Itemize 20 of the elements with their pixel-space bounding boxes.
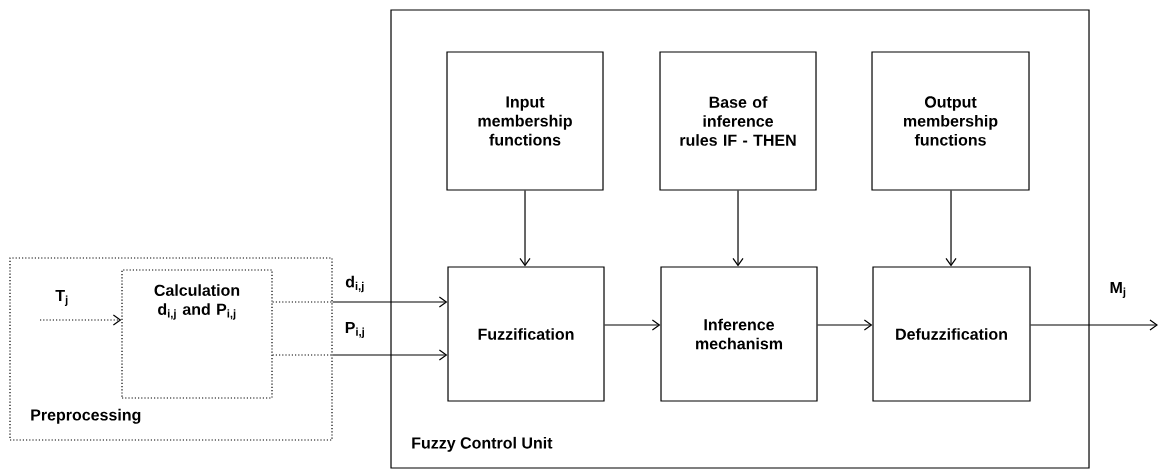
arrow — [1030, 319, 1158, 331]
arrow — [817, 319, 873, 331]
process-box: Inference mechanism — [660, 266, 818, 402]
arrow — [272, 349, 448, 361]
edge-label: M$_{j}$ — [1110, 282, 1126, 298]
edge-label: P$_{i,j}$ — [345, 322, 364, 338]
arrow — [945, 190, 957, 267]
arrow — [39, 314, 122, 326]
arrow — [519, 190, 531, 267]
arrow — [732, 190, 744, 267]
process-box: Fuzzification — [447, 266, 605, 402]
process-box: Defuzzification — [872, 266, 1031, 402]
arrow — [604, 319, 661, 331]
edge-label: d$_{i,j}$ — [345, 275, 364, 293]
arrow — [272, 296, 448, 308]
edge-label: T$_{j}$ — [55, 290, 68, 306]
process-box: Calculation d$_{i,j}$ and P$_{i,j}$ — [121, 269, 273, 399]
process-box: Input membership functions — [446, 51, 604, 191]
process-box: Output membership functions — [871, 51, 1030, 191]
process-box: Base of inference rules IF - THEN — [659, 51, 817, 191]
